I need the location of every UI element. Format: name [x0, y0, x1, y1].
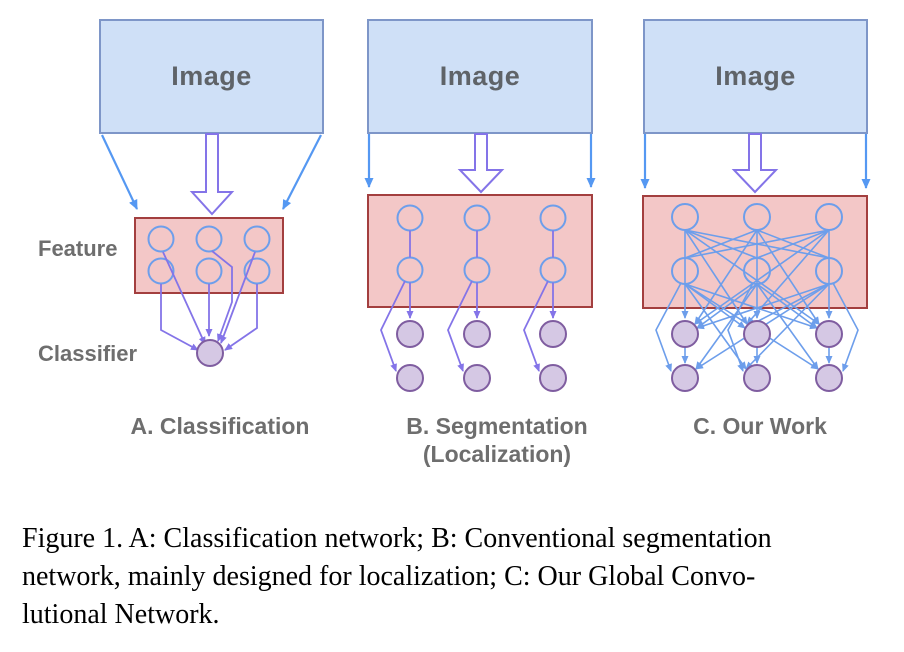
panel-b-diagram	[364, 19, 596, 392]
image-box-label-a: Image	[171, 61, 252, 91]
figure-caption: Figure 1. A: Classification network; B: …	[22, 520, 888, 634]
panel-caption-c: C. Our Work	[693, 413, 827, 439]
image-box-label-c: Image	[715, 61, 796, 91]
diagram-canvas	[99, 19, 871, 392]
figure-caption-line1: Figure 1. A: Classification network; B: …	[22, 523, 772, 554]
figure-caption-line2: network, mainly designed for localizatio…	[22, 561, 756, 592]
downsample-arrow-b	[457, 133, 505, 194]
classifier-node-a	[196, 339, 224, 367]
image-box-label-b: Image	[439, 61, 521, 91]
image-to-feature-arrow-right-a	[282, 134, 322, 210]
feature-row-label: Feature	[38, 236, 118, 261]
panel-caption-b-line1: B. Segmentation	[406, 413, 588, 439]
classifier-nodes-b	[396, 320, 567, 392]
classifier-nodes-c	[671, 320, 843, 392]
feature-to-classifier-links-b	[380, 230, 557, 372]
panel-c-diagram	[640, 19, 871, 392]
classifier-row-label: Classifier	[38, 341, 138, 366]
feature-to-classifier-links-a	[160, 250, 258, 351]
image-to-feature-arrow-left-a	[101, 134, 138, 210]
panel-caption-a: A. Classification	[130, 413, 310, 439]
panel-a-diagram	[99, 19, 324, 367]
feature-box-a	[134, 217, 284, 294]
image-box-a	[99, 19, 324, 134]
figure-caption-line3: lutional Network.	[22, 599, 220, 630]
panel-caption-b-line2: (Localization)	[422, 441, 572, 467]
downsample-arrow-a	[189, 133, 235, 216]
feature-nodes-a	[147, 225, 271, 285]
image-box-b	[367, 19, 593, 134]
image-box-c	[643, 19, 868, 134]
feature-box-b	[367, 194, 593, 308]
downsample-arrow-c	[731, 133, 779, 194]
panel-caption-b: B. Segmentation (Localization)	[347, 412, 647, 468]
